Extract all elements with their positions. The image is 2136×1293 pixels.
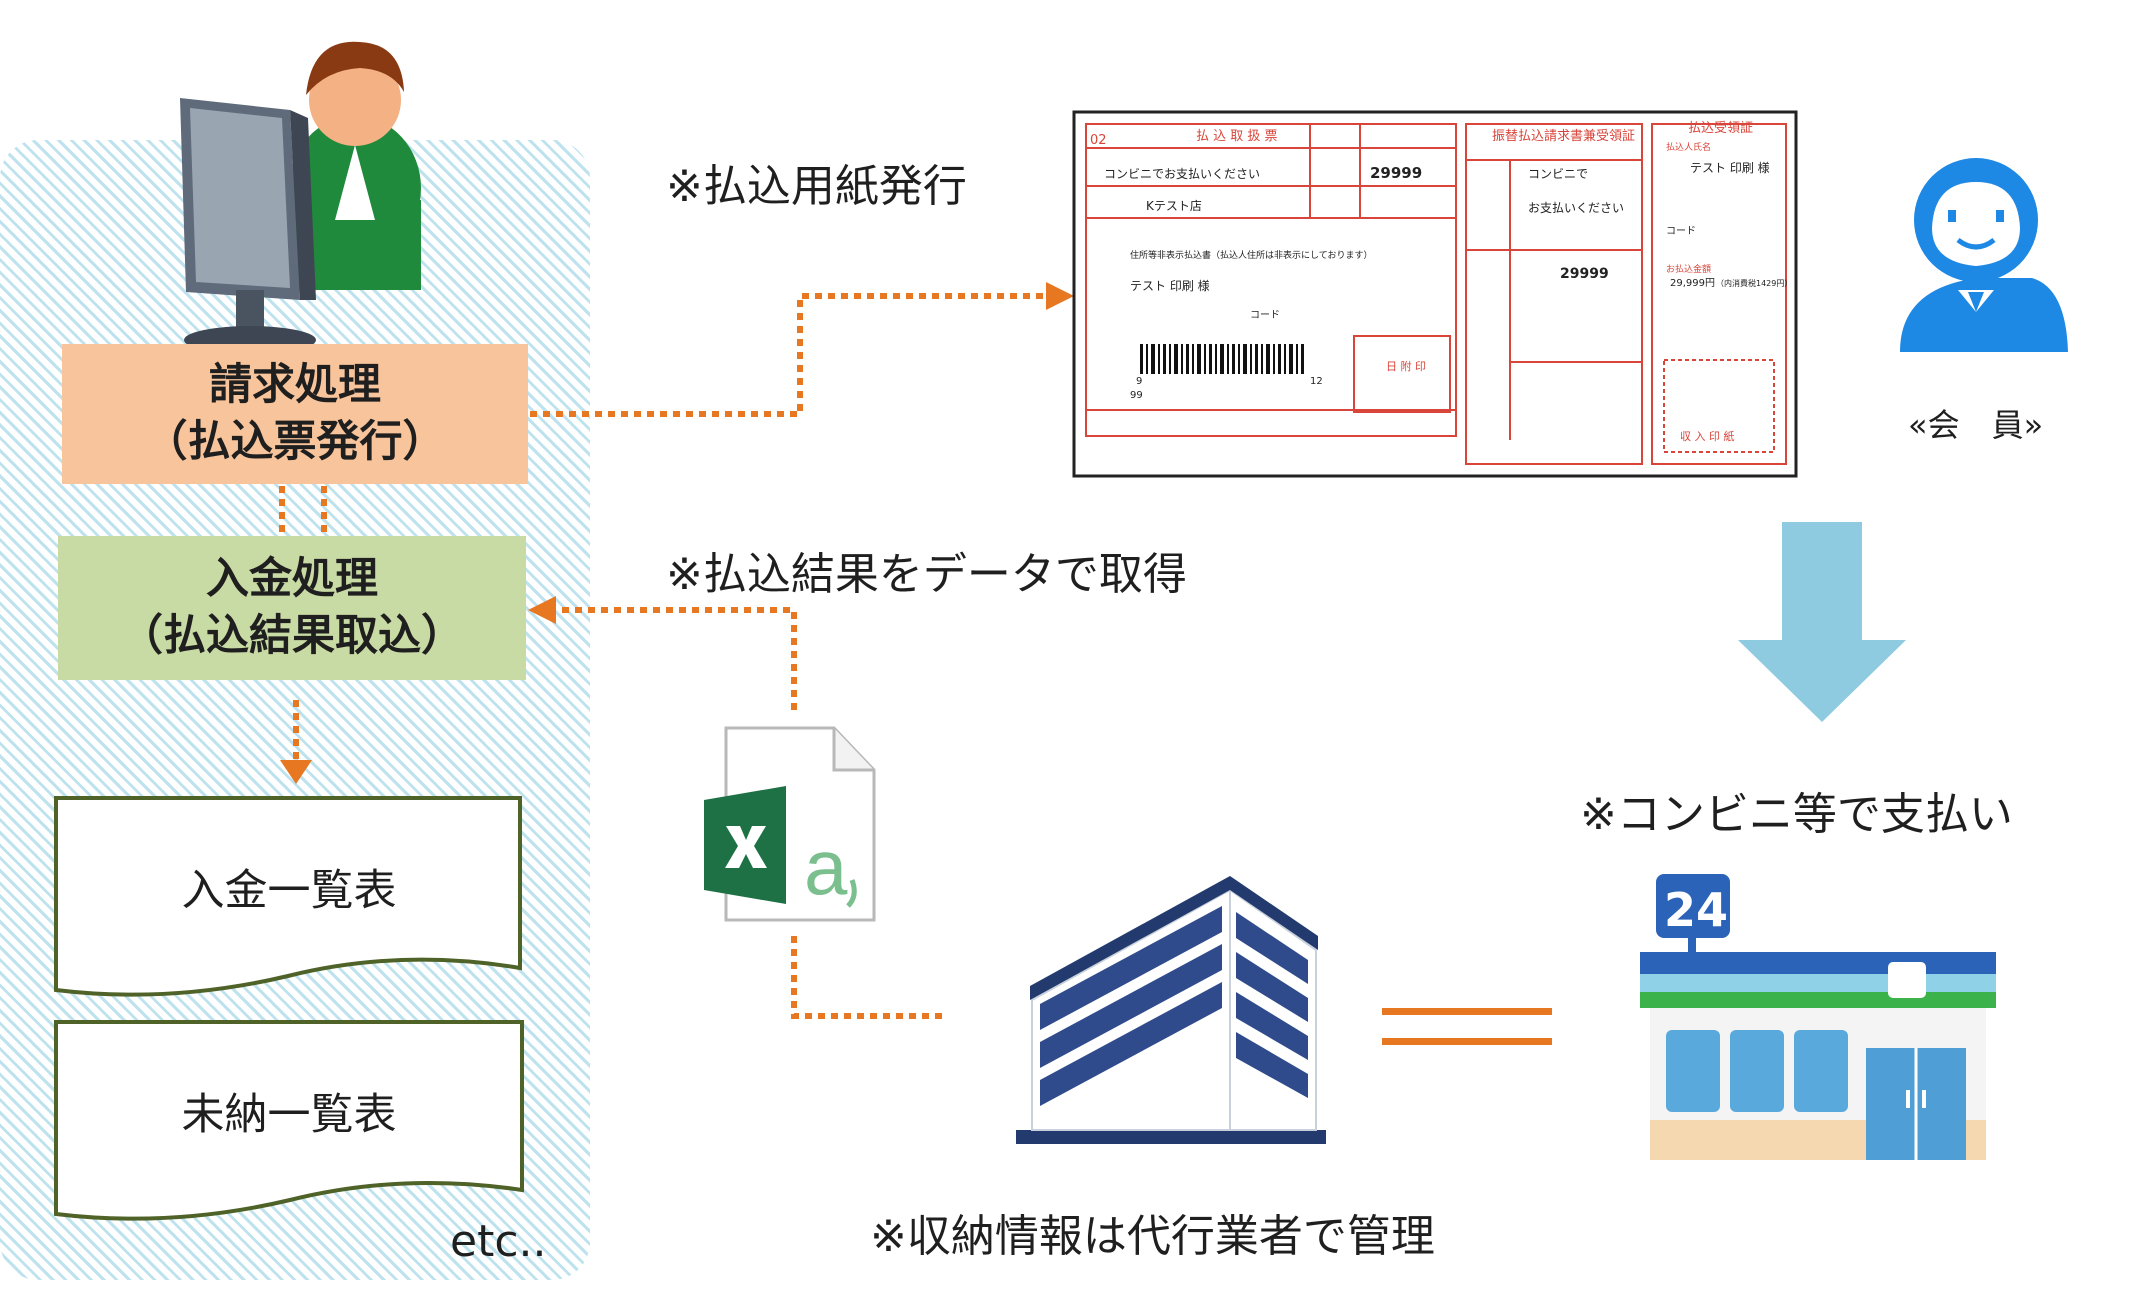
payment-list-label: 入金一覧表 [181, 866, 397, 916]
svg-text:24: 24 [1664, 883, 1728, 937]
svg-text:a: a [804, 823, 848, 911]
form-amount-mid: 29999 [1560, 266, 1609, 282]
form-code-label: コード [1250, 310, 1280, 321]
form-amount: 29999 [1370, 164, 1422, 182]
caption-get-results: ※払込結果をデータで取得 [666, 549, 1187, 600]
caption-pay-at-store: ※コンビニ等で支払い [1580, 789, 2013, 840]
form-sub-note: 住所等非表示払込書（払込人住所は非表示にしております） [1130, 249, 1372, 261]
payment-box-title: 入金処理 [206, 554, 378, 605]
form-barcode-prefix: 9 [1136, 376, 1142, 387]
form-conveni-line: コンビニでお支払いください [1104, 167, 1260, 181]
form-receipt-amount-label: お払込金額 [1666, 263, 1711, 275]
document-shape-payment-list [54, 796, 522, 997]
form-barcode-suffix: 12 [1310, 376, 1323, 387]
payment-box-subtitle: （払込結果取込） [120, 611, 464, 661]
form-receipt-customer: テスト 印刷 様 [1690, 161, 1770, 175]
etc-label: etc.. [450, 1216, 547, 1267]
form-date-stamp: 日 附 印 [1386, 359, 1426, 373]
document-shape-unpaid-list [54, 1020, 524, 1221]
unpaid-list-label: 未納一覧表 [181, 1090, 397, 1140]
form-barcode [1140, 344, 1304, 374]
form-amount-text: 29,999円 [1670, 278, 1715, 289]
payment-process-box: 入金処理 （払込結果取込） [58, 536, 526, 680]
form-amount-tax: （内消費税1429円） [1716, 278, 1792, 288]
billing-box-title: 請求処理 [209, 360, 381, 411]
form-code: 02 [1090, 133, 1107, 148]
form-pay-please: お支払いください [1528, 201, 1624, 215]
member-label: «会 員» [1908, 406, 2044, 444]
caption-agent-manages: ※収納情報は代行業者で管理 [870, 1211, 1435, 1262]
down-arrow-icon [1738, 522, 1906, 722]
billing-box-subtitle: （払込票発行） [144, 417, 446, 467]
form-receipt-name-label: 払込人氏名 [1666, 141, 1711, 153]
form-barcode-line2: 99 [1130, 390, 1143, 401]
form-conveni-short: コンビニで [1528, 167, 1588, 181]
form-receipt-stamp: 収 入 印 紙 [1680, 429, 1735, 443]
form-store: Kテスト店 [1146, 199, 1202, 213]
form-title-main: 払 込 取 扱 票 [1196, 129, 1278, 144]
form-receipt-code-label: コード [1666, 226, 1696, 237]
billing-process-box: 請求処理 （払込票発行） [62, 344, 528, 484]
caption-issue-slip: ※払込用紙発行 [666, 161, 967, 212]
form-title-right: 払込受領証 [1688, 120, 1753, 136]
form-customer: テスト 印刷 様 [1130, 279, 1210, 293]
form-title-mid: 振替払込請求書兼受領証 [1492, 128, 1635, 144]
